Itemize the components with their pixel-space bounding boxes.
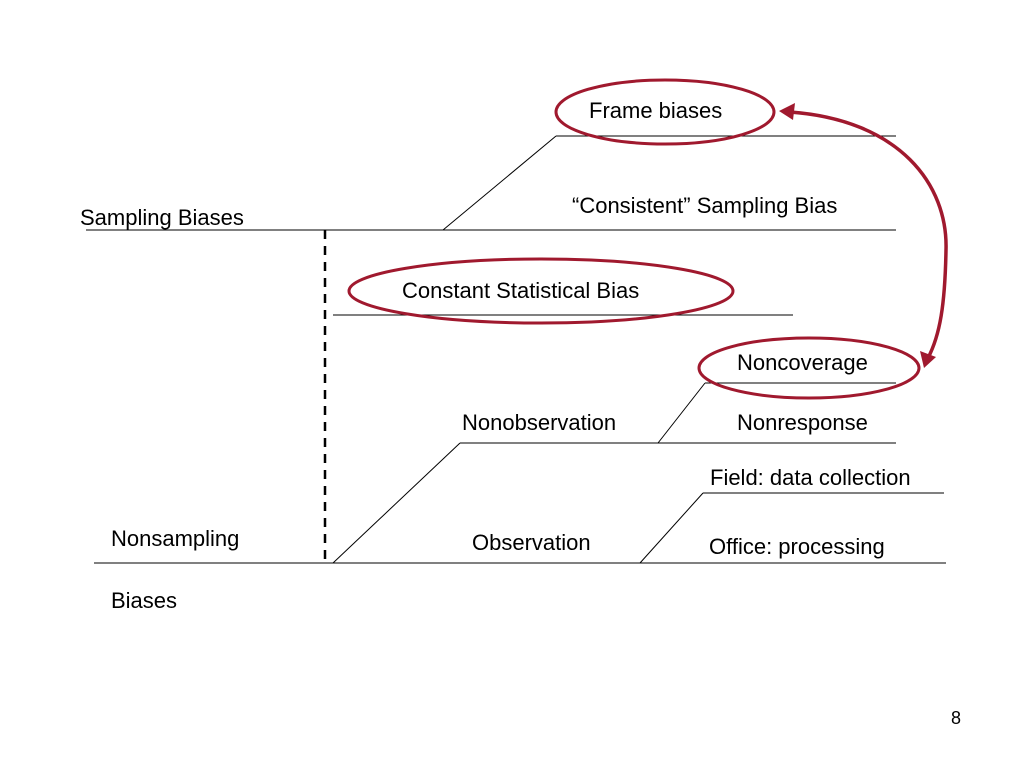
consistent-sampling-bias-label: “Consistent” Sampling Bias xyxy=(572,193,838,218)
field-data-collection-label: Field: data collection xyxy=(710,465,911,490)
nonobservation-label: Nonobservation xyxy=(462,410,617,435)
constant-statistical-bias-highlight-ellipse xyxy=(347,257,735,325)
sampling-biases-label: Sampling Biases xyxy=(80,205,244,230)
arrowhead-noncoverage xyxy=(920,351,936,368)
nonsampling-label: Nonsampling xyxy=(111,526,240,551)
observation-branch xyxy=(639,492,704,564)
page-number: 8 xyxy=(951,708,962,728)
constant-statistical-bias-label: Constant Statistical Bias xyxy=(402,278,640,303)
frame-biases-label: Frame biases xyxy=(589,98,723,123)
nonresponse-label: Nonresponse xyxy=(737,410,868,435)
frame-biases-branch xyxy=(442,135,557,231)
nonobservation-branch xyxy=(332,442,461,564)
biases-label: Biases xyxy=(111,588,178,613)
frame-noncoverage-connector-arrow xyxy=(789,110,948,359)
frame-biases-highlight-ellipse xyxy=(554,78,776,146)
noncoverage-branch xyxy=(657,382,706,444)
observation-label: Observation xyxy=(472,530,591,555)
noncoverage-highlight-ellipse xyxy=(697,336,921,400)
office-processing-label: Office: processing xyxy=(709,534,885,559)
noncoverage-label: Noncoverage xyxy=(737,350,868,375)
arrowhead-frame-biases xyxy=(779,103,795,120)
